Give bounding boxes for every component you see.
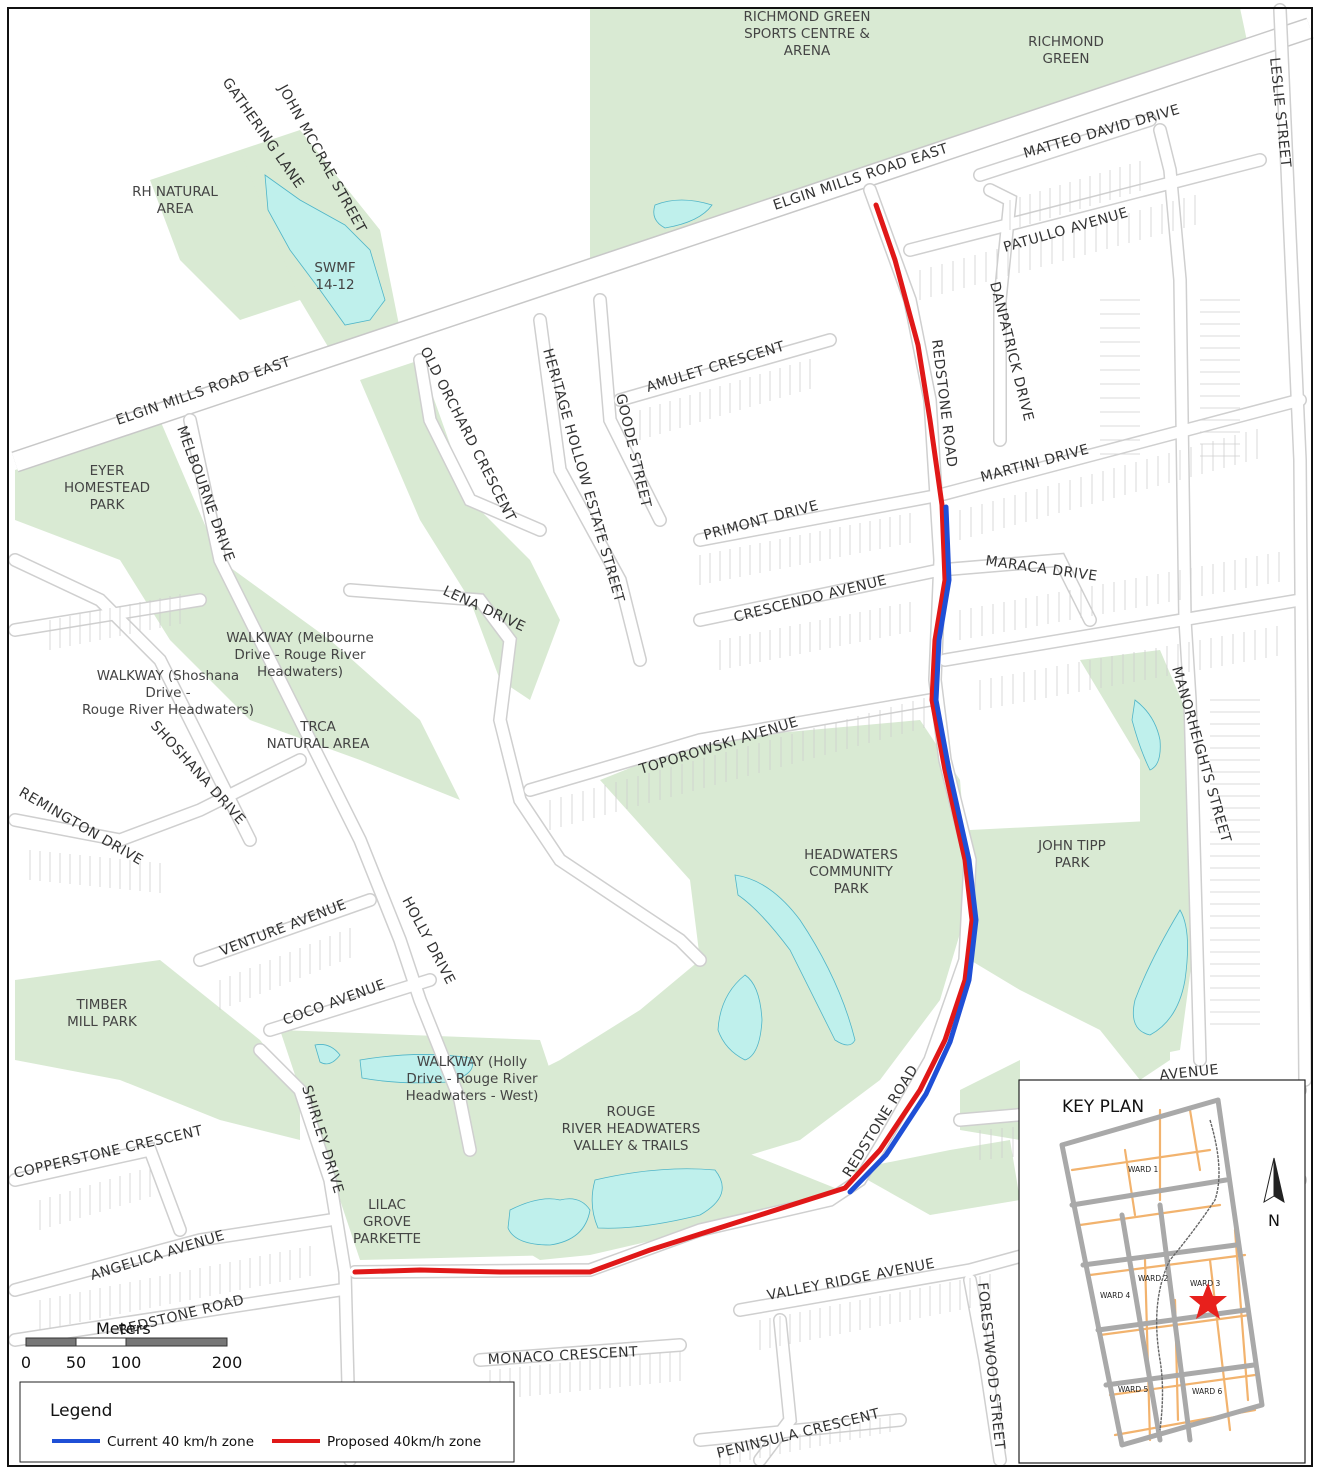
ward-label: WARD 4 <box>1100 1291 1131 1300</box>
scale-tick: 0 <box>21 1353 31 1372</box>
street-label: MONACO CRESCENT <box>487 1344 638 1368</box>
north-arrow-icon: N <box>1263 1157 1285 1230</box>
street-label: AVENUE <box>1159 1062 1220 1084</box>
pond-headwaters <box>734 874 856 1046</box>
proposed-40kmh-zone <box>352 202 975 1275</box>
water-bodies <box>264 174 1188 1246</box>
legend-label: Proposed 40km/h zone <box>327 1434 481 1450</box>
scale-tick: 50 <box>66 1353 86 1372</box>
scale-bar-title: Meters <box>96 1319 151 1338</box>
location-star-icon <box>1189 1283 1227 1319</box>
map-frame <box>7 7 1313 1467</box>
ward-label: WARD 1 <box>1128 1165 1159 1174</box>
north-label: N <box>1268 1211 1280 1230</box>
scale-tick: 200 <box>212 1353 243 1372</box>
legend-title: Legend <box>50 1401 112 1421</box>
ward-label: WARD 2 <box>1138 1274 1169 1283</box>
ward-label: WARD 3 <box>1190 1279 1221 1288</box>
scale-tick: 100 <box>111 1353 142 1372</box>
pond-swmf <box>264 174 386 326</box>
key-plan-title: KEY PLAN <box>1062 1097 1144 1117</box>
ward-label: WARD 6 <box>1192 1387 1223 1396</box>
parcel-lines <box>29 161 1300 1466</box>
scale-bar: Meters 0 50 100 200 <box>21 1319 242 1372</box>
ward-label: WARD 5 <box>1118 1385 1149 1394</box>
pond-rouge <box>591 1168 723 1229</box>
speed-zones <box>352 202 979 1275</box>
legend-label: Current 40 km/h zone <box>107 1434 254 1450</box>
legend: Legend Current 40 km/h zone Proposed 40k… <box>19 1381 515 1463</box>
current-40kmh-zone <box>847 504 979 1195</box>
key-plan: KEY PLAN WARD 1 W <box>1018 1079 1306 1464</box>
